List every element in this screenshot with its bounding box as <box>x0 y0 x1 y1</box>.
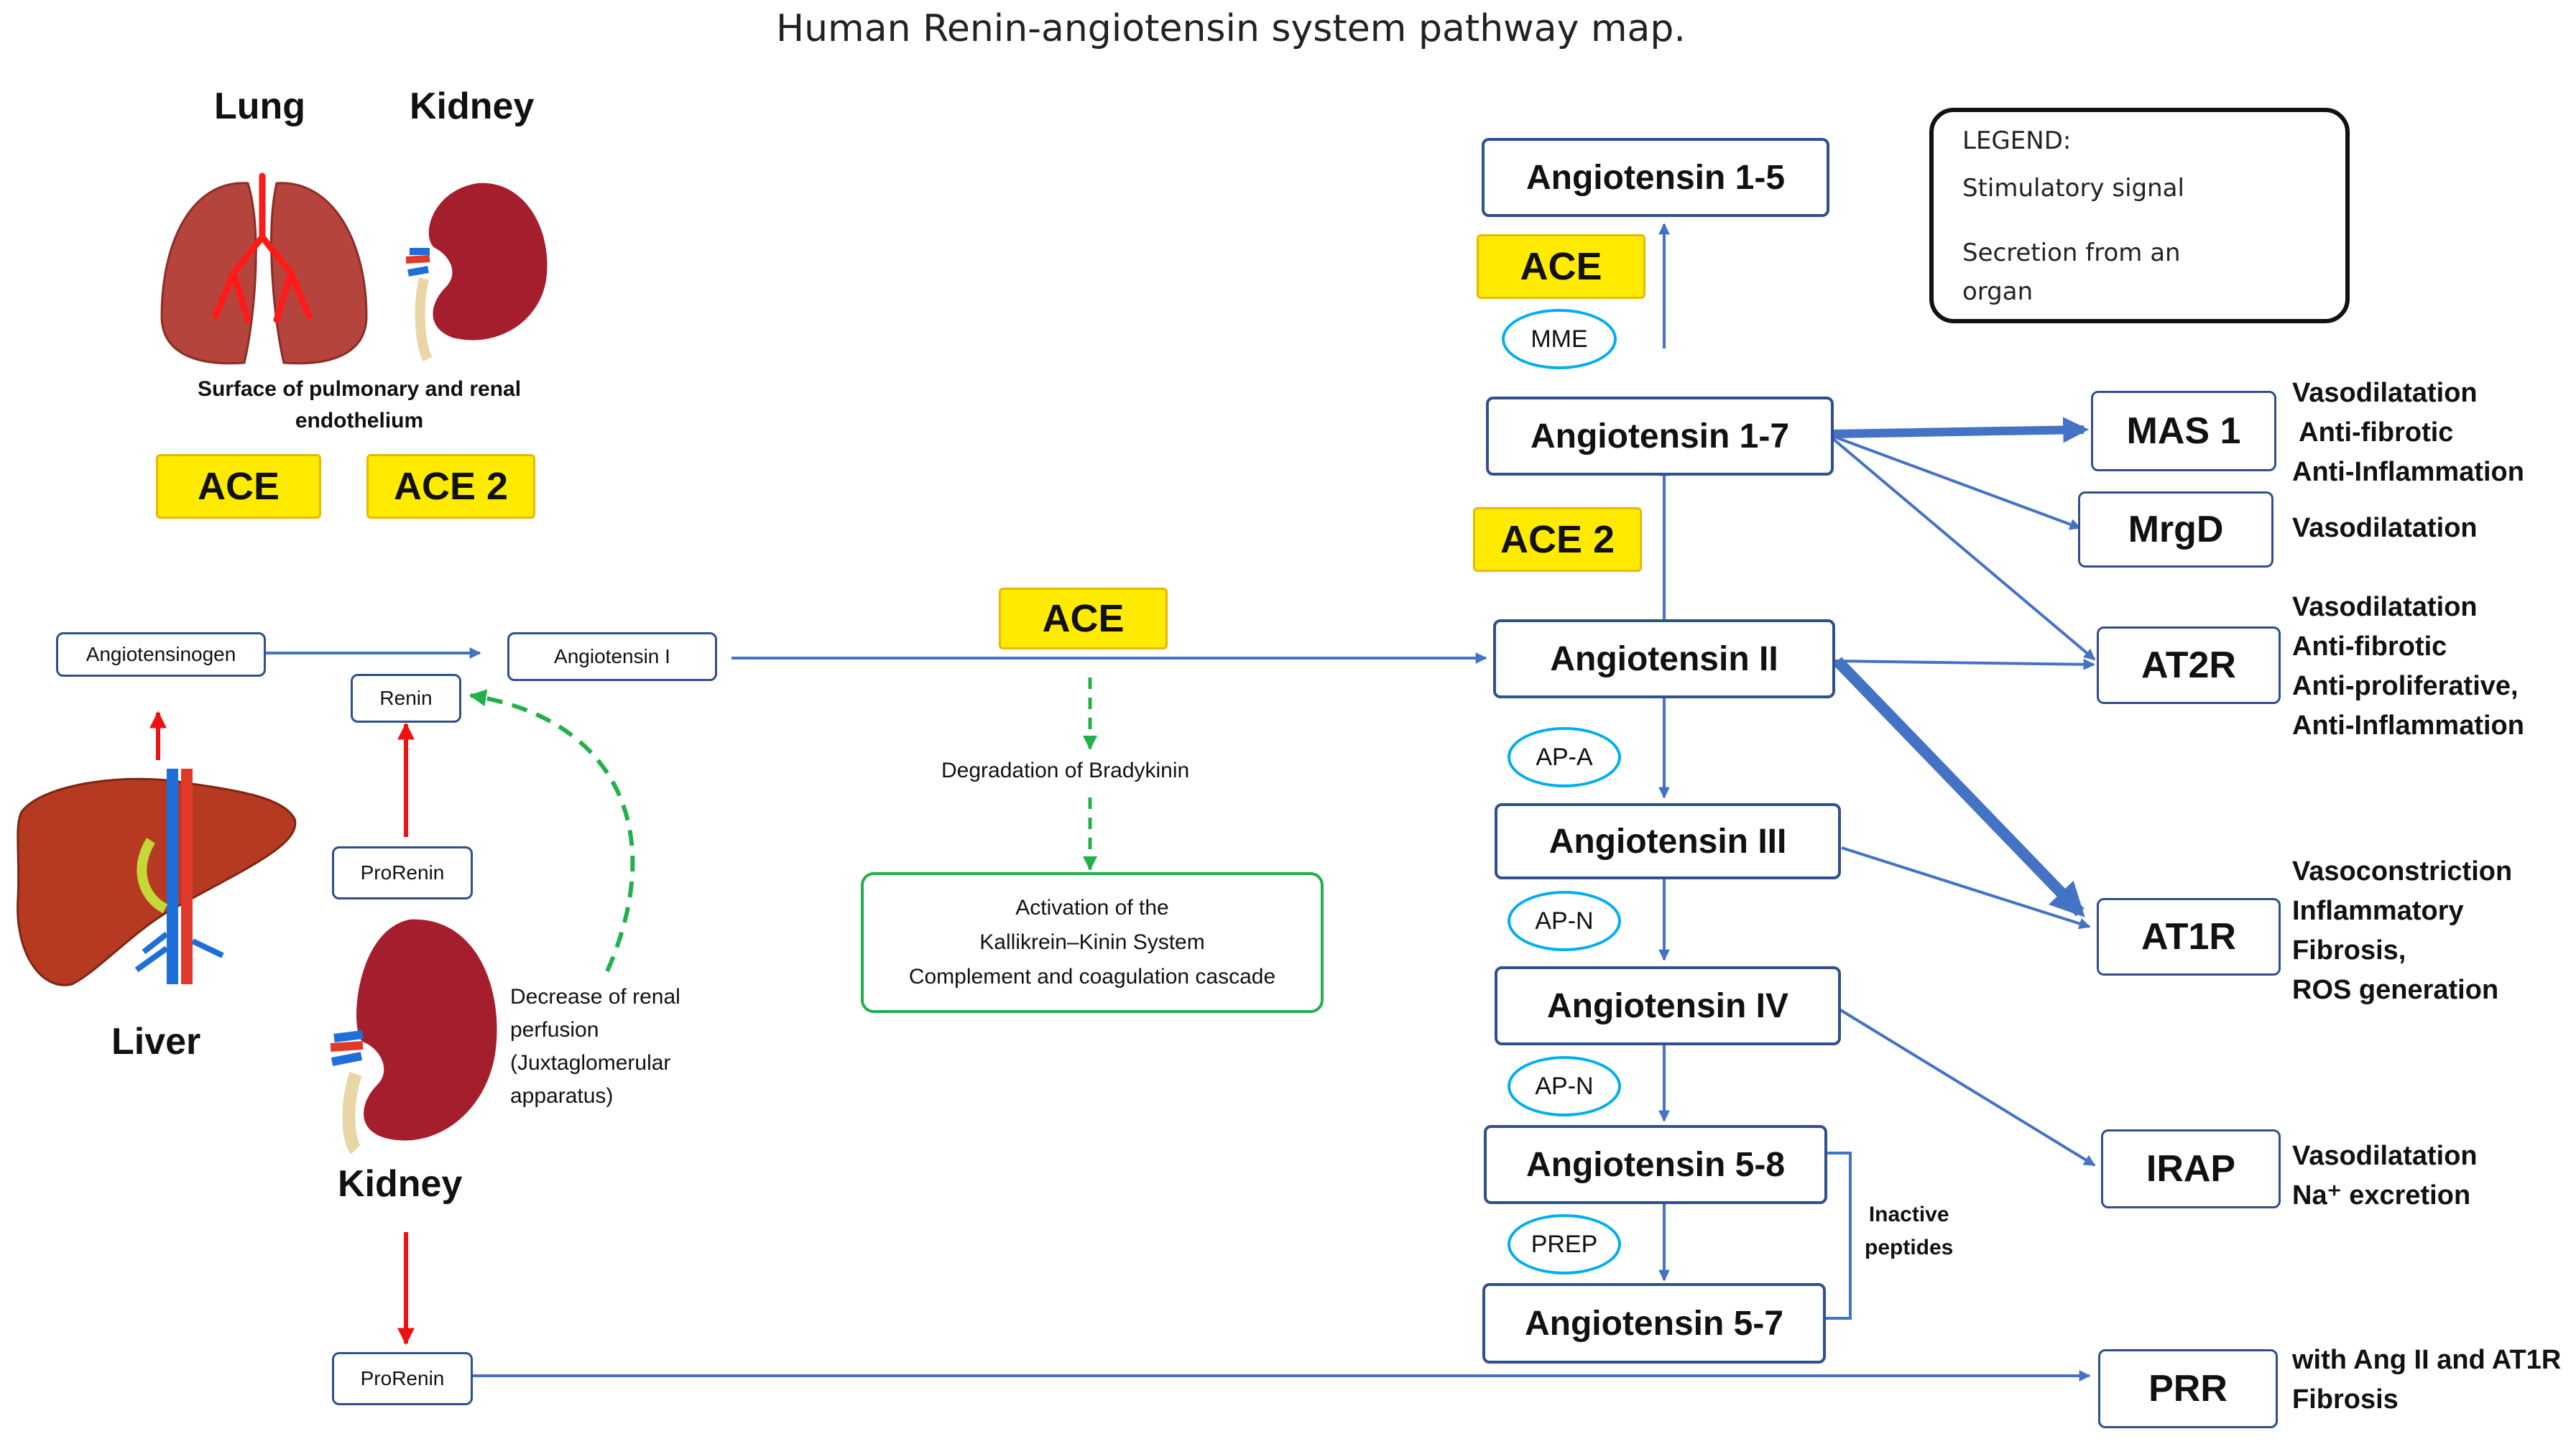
angiotensin-1-7-node: Angiotensin 1-7 <box>1486 397 1834 476</box>
inactive-peptides-bracket <box>1825 1152 1852 1320</box>
prr-effects: with Ang II and AT1R Fibrosis <box>2292 1341 2561 1420</box>
arrow-ang-ii-to-at1r <box>1833 657 2085 917</box>
note-line: (Juxtaglomerular <box>510 1051 671 1075</box>
kidney-icon <box>405 182 548 362</box>
mas1-effects: Vasodilatation Anti-fibrotic Anti-Inflam… <box>2292 374 2524 492</box>
at2r-effects: Vasodilatation Anti-fibrotic Anti-prolif… <box>2292 588 2524 746</box>
angiotensin-5-7-node: Angiotensin 5-7 <box>1482 1283 1826 1364</box>
ap-n-oval-2: AP-N <box>1508 1056 1621 1116</box>
ace2-enzyme-right: ACE 2 <box>1473 507 1642 572</box>
mrgd-effects: Vasodilatation <box>2292 509 2478 548</box>
effect-line: Vasodilatation <box>2292 378 2478 408</box>
effect-line: Vasodilatation <box>2292 513 2478 543</box>
inactive-peptides-note: Inactive peptides <box>1865 1198 1953 1264</box>
kallikrein-line: Kallikrein–Kinin System <box>979 930 1205 954</box>
mas1-receptor: MAS 1 <box>2091 391 2276 471</box>
effect-line: Fibrosis <box>2292 1384 2399 1415</box>
endothelium-label: Surface of pulmonary and renal endotheli… <box>172 374 546 437</box>
angiotensin-iv-node: Angiotensin IV <box>1495 966 1841 1045</box>
irap-effects: Vasodilatation Na⁺ excretion <box>2292 1137 2478 1216</box>
mme-oval: MME <box>1502 309 1617 369</box>
effect-line: Anti-fibrotic <box>2292 417 2454 448</box>
arrow-ang-1-7-to-mas1 <box>1832 417 2090 443</box>
ace-enzyme-center: ACE <box>999 588 1168 649</box>
arrow-ang-iv-to-irap <box>1838 1008 2096 1167</box>
legend-box: LEGEND: Stimulatory signal Secretion fro… <box>1929 108 2350 323</box>
effect-line: Anti-Inflammation <box>2292 457 2524 487</box>
liver-icon <box>17 769 297 986</box>
kallikrein-line: Activation of the <box>1015 896 1169 920</box>
effect-line: Vasodilatation <box>2292 1141 2478 1171</box>
prep-oval: PREP <box>1508 1214 1621 1274</box>
lung-label: Lung <box>214 85 306 127</box>
angiotensin-ii-node: Angiotensin II <box>1493 619 1835 698</box>
arrow-ang-ii-to-at2r <box>1833 658 2095 670</box>
effect-line: Vasodilatation <box>2292 592 2478 622</box>
effect-line: Fibrosis, <box>2292 935 2406 966</box>
endothelium-line-1: Surface of pulmonary and renal <box>197 377 522 401</box>
arrow-ang-1-7-to-at2r <box>1831 437 2096 661</box>
effect-line: ROS generation <box>2292 975 2499 1005</box>
irap-receptor: IRAP <box>2101 1129 2281 1208</box>
note-line: perfusion <box>510 1018 599 1042</box>
prr-receptor: PRR <box>2098 1349 2278 1428</box>
arrow-ang-1-7-to-mrgd <box>1832 435 2082 530</box>
ace2-enzyme-top-left: ACE 2 <box>366 454 535 519</box>
ace-enzyme-top-right: ACE <box>1477 234 1645 299</box>
effect-line: Inflammatory <box>2292 896 2464 926</box>
ap-a-oval: AP-A <box>1508 727 1621 787</box>
angiotensin-1-5-node: Angiotensin 1-5 <box>1482 138 1829 217</box>
renal-perfusion-note: Decrease of renal perfusion (Juxtaglomer… <box>510 981 680 1113</box>
legend-secretion-label-2: organ <box>1962 277 2033 306</box>
legend-stimulatory-label: Stimulatory signal <box>1962 174 2184 203</box>
angiotensin-i-node: Angiotensin I <box>507 632 717 681</box>
effect-line: Vasoconstriction <box>2292 856 2513 887</box>
at1r-effects: Vasoconstriction Inflammatory Fibrosis, … <box>2292 852 2512 1010</box>
at1r-receptor: AT1R <box>2097 898 2281 976</box>
prorenin-upper-node: ProRenin <box>332 846 473 899</box>
ap-n-oval-1: AP-N <box>1508 891 1621 951</box>
liver-label: Liver <box>111 1021 201 1063</box>
effect-line: Anti-fibrotic <box>2292 631 2447 662</box>
ace-enzyme-top-left: ACE <box>156 454 321 519</box>
kallikrein-line: Complement and coagulation cascade <box>908 965 1276 989</box>
note-line: apparatus) <box>510 1084 614 1108</box>
note-line: Decrease of renal <box>510 985 680 1009</box>
effect-line: Anti-proliferative, <box>2292 671 2519 701</box>
at2r-receptor: AT2R <box>2097 626 2281 704</box>
lung-icon <box>160 172 368 365</box>
endothelium-line-2: endothelium <box>295 409 424 432</box>
angiotensin-iii-node: Angiotensin III <box>1495 803 1841 879</box>
legend-heading: LEGEND: <box>1962 126 2072 155</box>
kidney-icon <box>330 919 497 1155</box>
kallikrein-box: Activation of the Kallikrein–Kinin Syste… <box>861 872 1324 1013</box>
diagram-title: Human Renin-angiotensin system pathway m… <box>776 7 1686 50</box>
effect-line: Na⁺ excretion <box>2292 1180 2471 1211</box>
angiotensinogen-node: Angiotensinogen <box>56 632 266 677</box>
effect-line: Anti-Inflammation <box>2292 711 2524 741</box>
legend-secretion-label-1: Secretion from an <box>1962 239 2181 267</box>
kidney-bottom-label: Kidney <box>338 1163 463 1205</box>
bradykinin-note: Degradation of Bradykinin <box>941 759 1190 782</box>
arrow-renal-perfusion-to-renin <box>468 689 635 973</box>
renin-node: Renin <box>351 674 461 723</box>
mrgd-receptor: MrgD <box>2078 491 2273 568</box>
effect-line: with Ang II and AT1R <box>2292 1345 2562 1375</box>
kidney-top-label: Kidney <box>410 85 535 127</box>
angiotensin-5-8-node: Angiotensin 5-8 <box>1484 1125 1827 1204</box>
arrow-ang-iii-to-at1r <box>1841 846 2091 930</box>
prorenin-lower-node: ProRenin <box>332 1352 473 1405</box>
note-line: Inactive <box>1868 1203 1949 1226</box>
note-line: peptides <box>1865 1236 1954 1259</box>
